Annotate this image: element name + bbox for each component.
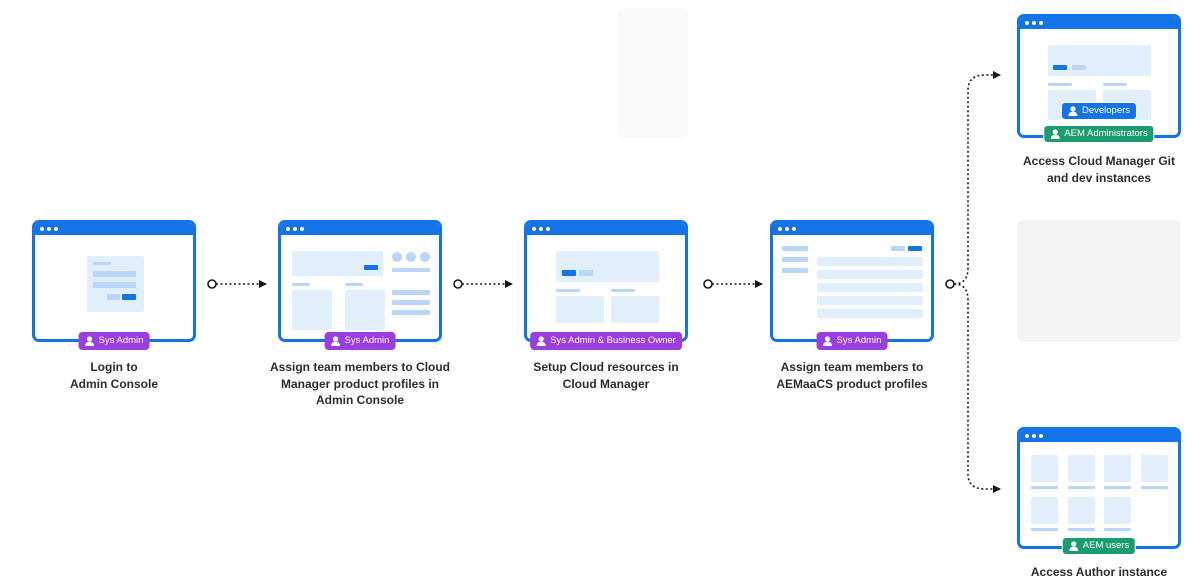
cloud-manager-window — [524, 220, 688, 342]
badge-label: AEM Administrators — [1064, 128, 1148, 139]
connector-2 — [453, 279, 513, 289]
author-instance-window — [1017, 427, 1181, 549]
role-badge-aem-administrators: AEM Administrators — [1043, 125, 1155, 143]
badge-label: Developers — [1081, 105, 1131, 116]
role-badge-sys-admin: Sys Admin — [78, 332, 150, 350]
badge-label: AEM users — [1082, 540, 1130, 551]
connector-branch — [945, 71, 1001, 493]
connector-1 — [207, 279, 267, 289]
user-icon — [1050, 128, 1060, 139]
admin-console-window — [278, 220, 442, 342]
badge-label: Sys Admin & Business Owner — [550, 335, 676, 346]
role-badge-aem-users: AEM users — [1061, 537, 1137, 555]
outcome-caption: Access Author instance — [1030, 565, 1168, 579]
badge-label: Sys Admin — [344, 335, 390, 346]
user-icon — [536, 336, 546, 346]
user-icon — [85, 336, 95, 346]
role-badge-sys-admin: Sys Admin — [816, 332, 888, 350]
badge-label: Sys Admin — [98, 335, 144, 346]
user-icon — [331, 336, 341, 346]
connector-3 — [703, 279, 763, 289]
aemaacs-profiles-window — [770, 220, 934, 342]
user-icon — [1069, 540, 1079, 551]
badge-label: Sys Admin — [836, 335, 882, 346]
role-badge-sys-admin-business-owner: Sys Admin & Business Owner — [530, 332, 682, 350]
role-badge-sys-admin: Sys Admin — [324, 332, 396, 350]
login-window — [32, 220, 196, 342]
user-icon — [823, 336, 833, 346]
role-badge-developers: Developers — [1060, 102, 1138, 120]
user-icon — [1068, 105, 1078, 116]
background-panel — [618, 8, 688, 138]
background-panel — [1017, 220, 1181, 342]
